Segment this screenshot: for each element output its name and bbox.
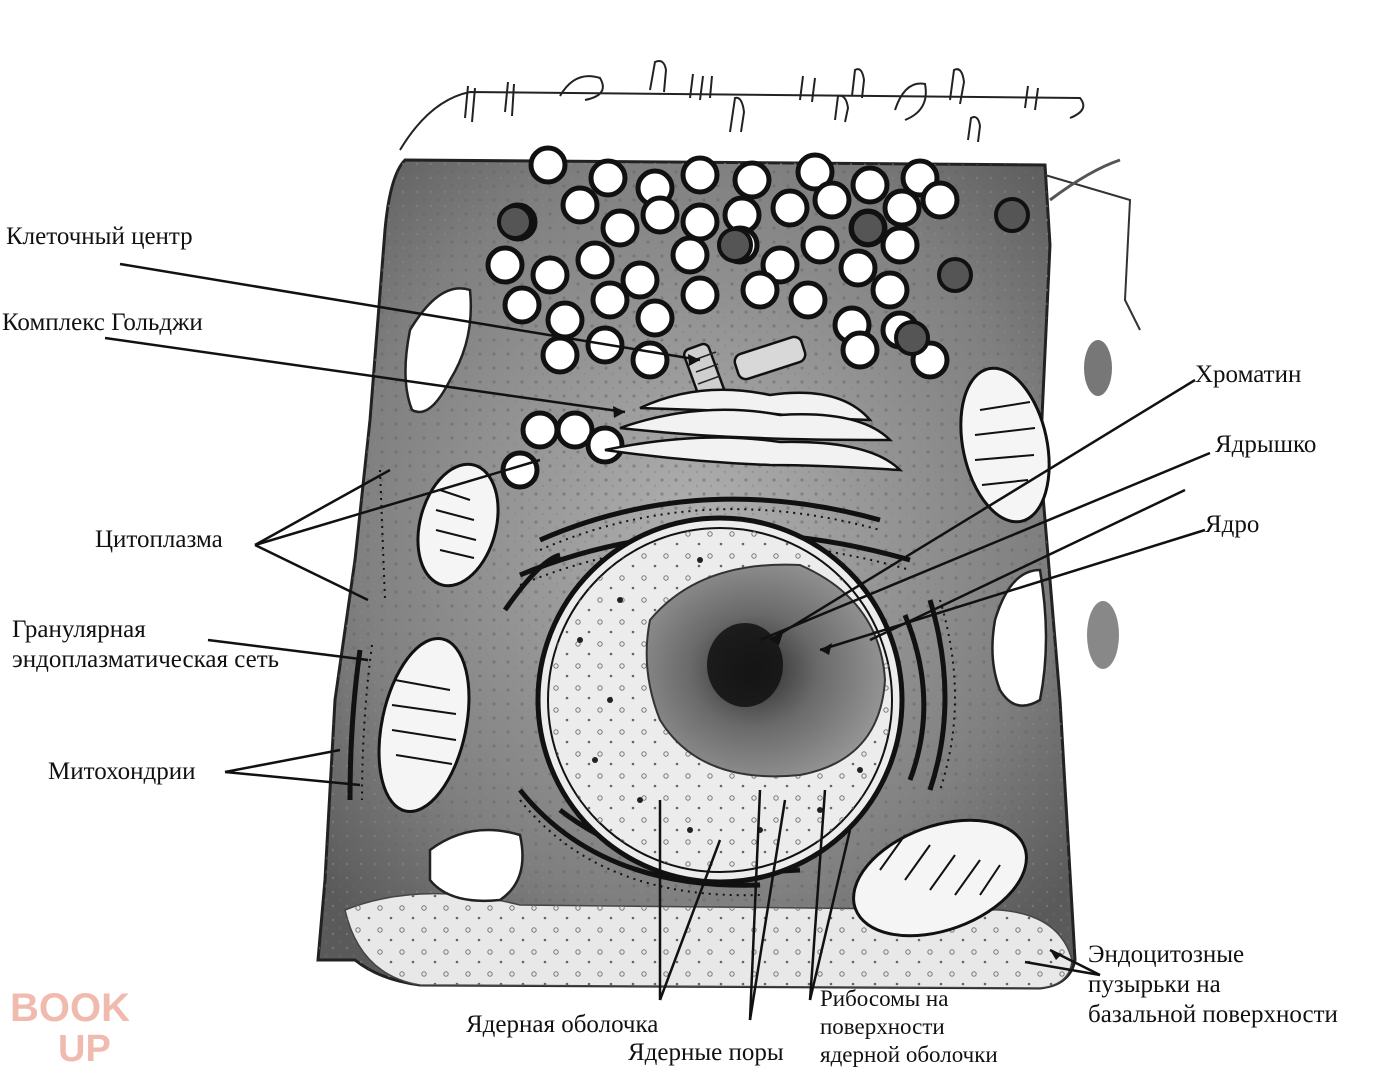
label-mitochondria: Митохондрии <box>48 758 196 785</box>
label-endocytic-line2: пузырьки на <box>1088 971 1221 998</box>
dense-granule <box>717 227 753 263</box>
granule <box>788 280 828 320</box>
granule <box>600 208 640 248</box>
golgi-stack <box>604 388 904 472</box>
granule <box>560 185 600 225</box>
granule <box>545 300 585 340</box>
label-granular-er-line1: Гранулярная <box>12 616 146 643</box>
granule <box>870 270 910 310</box>
label-nucleus: Ядро <box>1205 511 1260 538</box>
granule <box>795 152 835 192</box>
dense-granule <box>937 257 973 293</box>
dense-granule <box>994 197 1030 233</box>
granule <box>680 202 720 242</box>
granule <box>528 145 568 185</box>
granule <box>920 180 960 220</box>
granule <box>630 340 670 380</box>
granule <box>540 335 580 375</box>
dense-granule <box>894 320 930 356</box>
granule <box>770 188 810 228</box>
granule <box>670 235 710 275</box>
label-nucleolus: Ядрышко <box>1215 431 1317 458</box>
apical-border <box>399 60 1085 151</box>
granule <box>840 330 880 370</box>
granule <box>680 275 720 315</box>
label-chromatin: Хроматин <box>1195 361 1302 388</box>
granule <box>590 280 630 320</box>
label-ribosomes-line1: Рибосомы на <box>820 986 949 1011</box>
granule <box>812 180 852 220</box>
label-ribosomes-line2: поверхности <box>820 1014 945 1039</box>
granule <box>530 255 570 295</box>
granule <box>760 245 800 285</box>
label-granular-er-line2: эндоплазматическая сеть <box>12 646 280 673</box>
granule <box>620 260 660 300</box>
logo-text-book: BOOK <box>10 986 130 1030</box>
label-cytoplasm: Цитоплазма <box>95 526 223 553</box>
granule <box>502 285 542 325</box>
granule <box>635 298 675 338</box>
label-endocytic-vesicles: Эндоцитозные пузырьки на базальной повер… <box>1088 940 1338 1030</box>
label-endocytic-line1: Эндоцитозные <box>1088 941 1245 968</box>
granule <box>575 240 615 280</box>
granule <box>680 155 720 195</box>
granule <box>732 160 772 200</box>
label-granular-er: Гранулярная эндоплазматическая сеть <box>12 615 279 675</box>
granule <box>485 245 525 285</box>
dense-granule <box>850 210 886 246</box>
leader-lines <box>104 262 1211 1021</box>
granule <box>740 270 780 310</box>
granule <box>800 225 840 265</box>
label-ribosomes: Рибосомы на поверхности ядерной оболочки <box>820 985 998 1069</box>
label-endocytic-line3: базальной поверхности <box>1088 1001 1338 1028</box>
nucleus <box>535 515 905 885</box>
label-nuclear-envelope: Ядерная оболочка <box>466 1011 659 1038</box>
granule <box>520 410 560 450</box>
logo-text-up: UP <box>58 1028 111 1065</box>
granule <box>585 425 625 465</box>
granule <box>640 195 680 235</box>
mitochondria-group <box>377 366 1051 938</box>
label-ribosomes-line3: ядерной оболочки <box>820 1042 998 1067</box>
granule <box>880 225 920 265</box>
granule <box>838 248 878 288</box>
granule <box>882 188 922 228</box>
dense-granule <box>497 204 533 240</box>
vacuoles <box>404 287 1048 902</box>
bookup-logo: BOOK UP <box>10 986 130 1065</box>
granule <box>588 158 628 198</box>
granule <box>850 165 890 205</box>
label-nuclear-pores: Ядерные поры <box>628 1039 784 1066</box>
label-golgi: Комплекс Гольджи <box>2 309 203 336</box>
label-cell-center: Клеточный центр <box>6 223 193 250</box>
